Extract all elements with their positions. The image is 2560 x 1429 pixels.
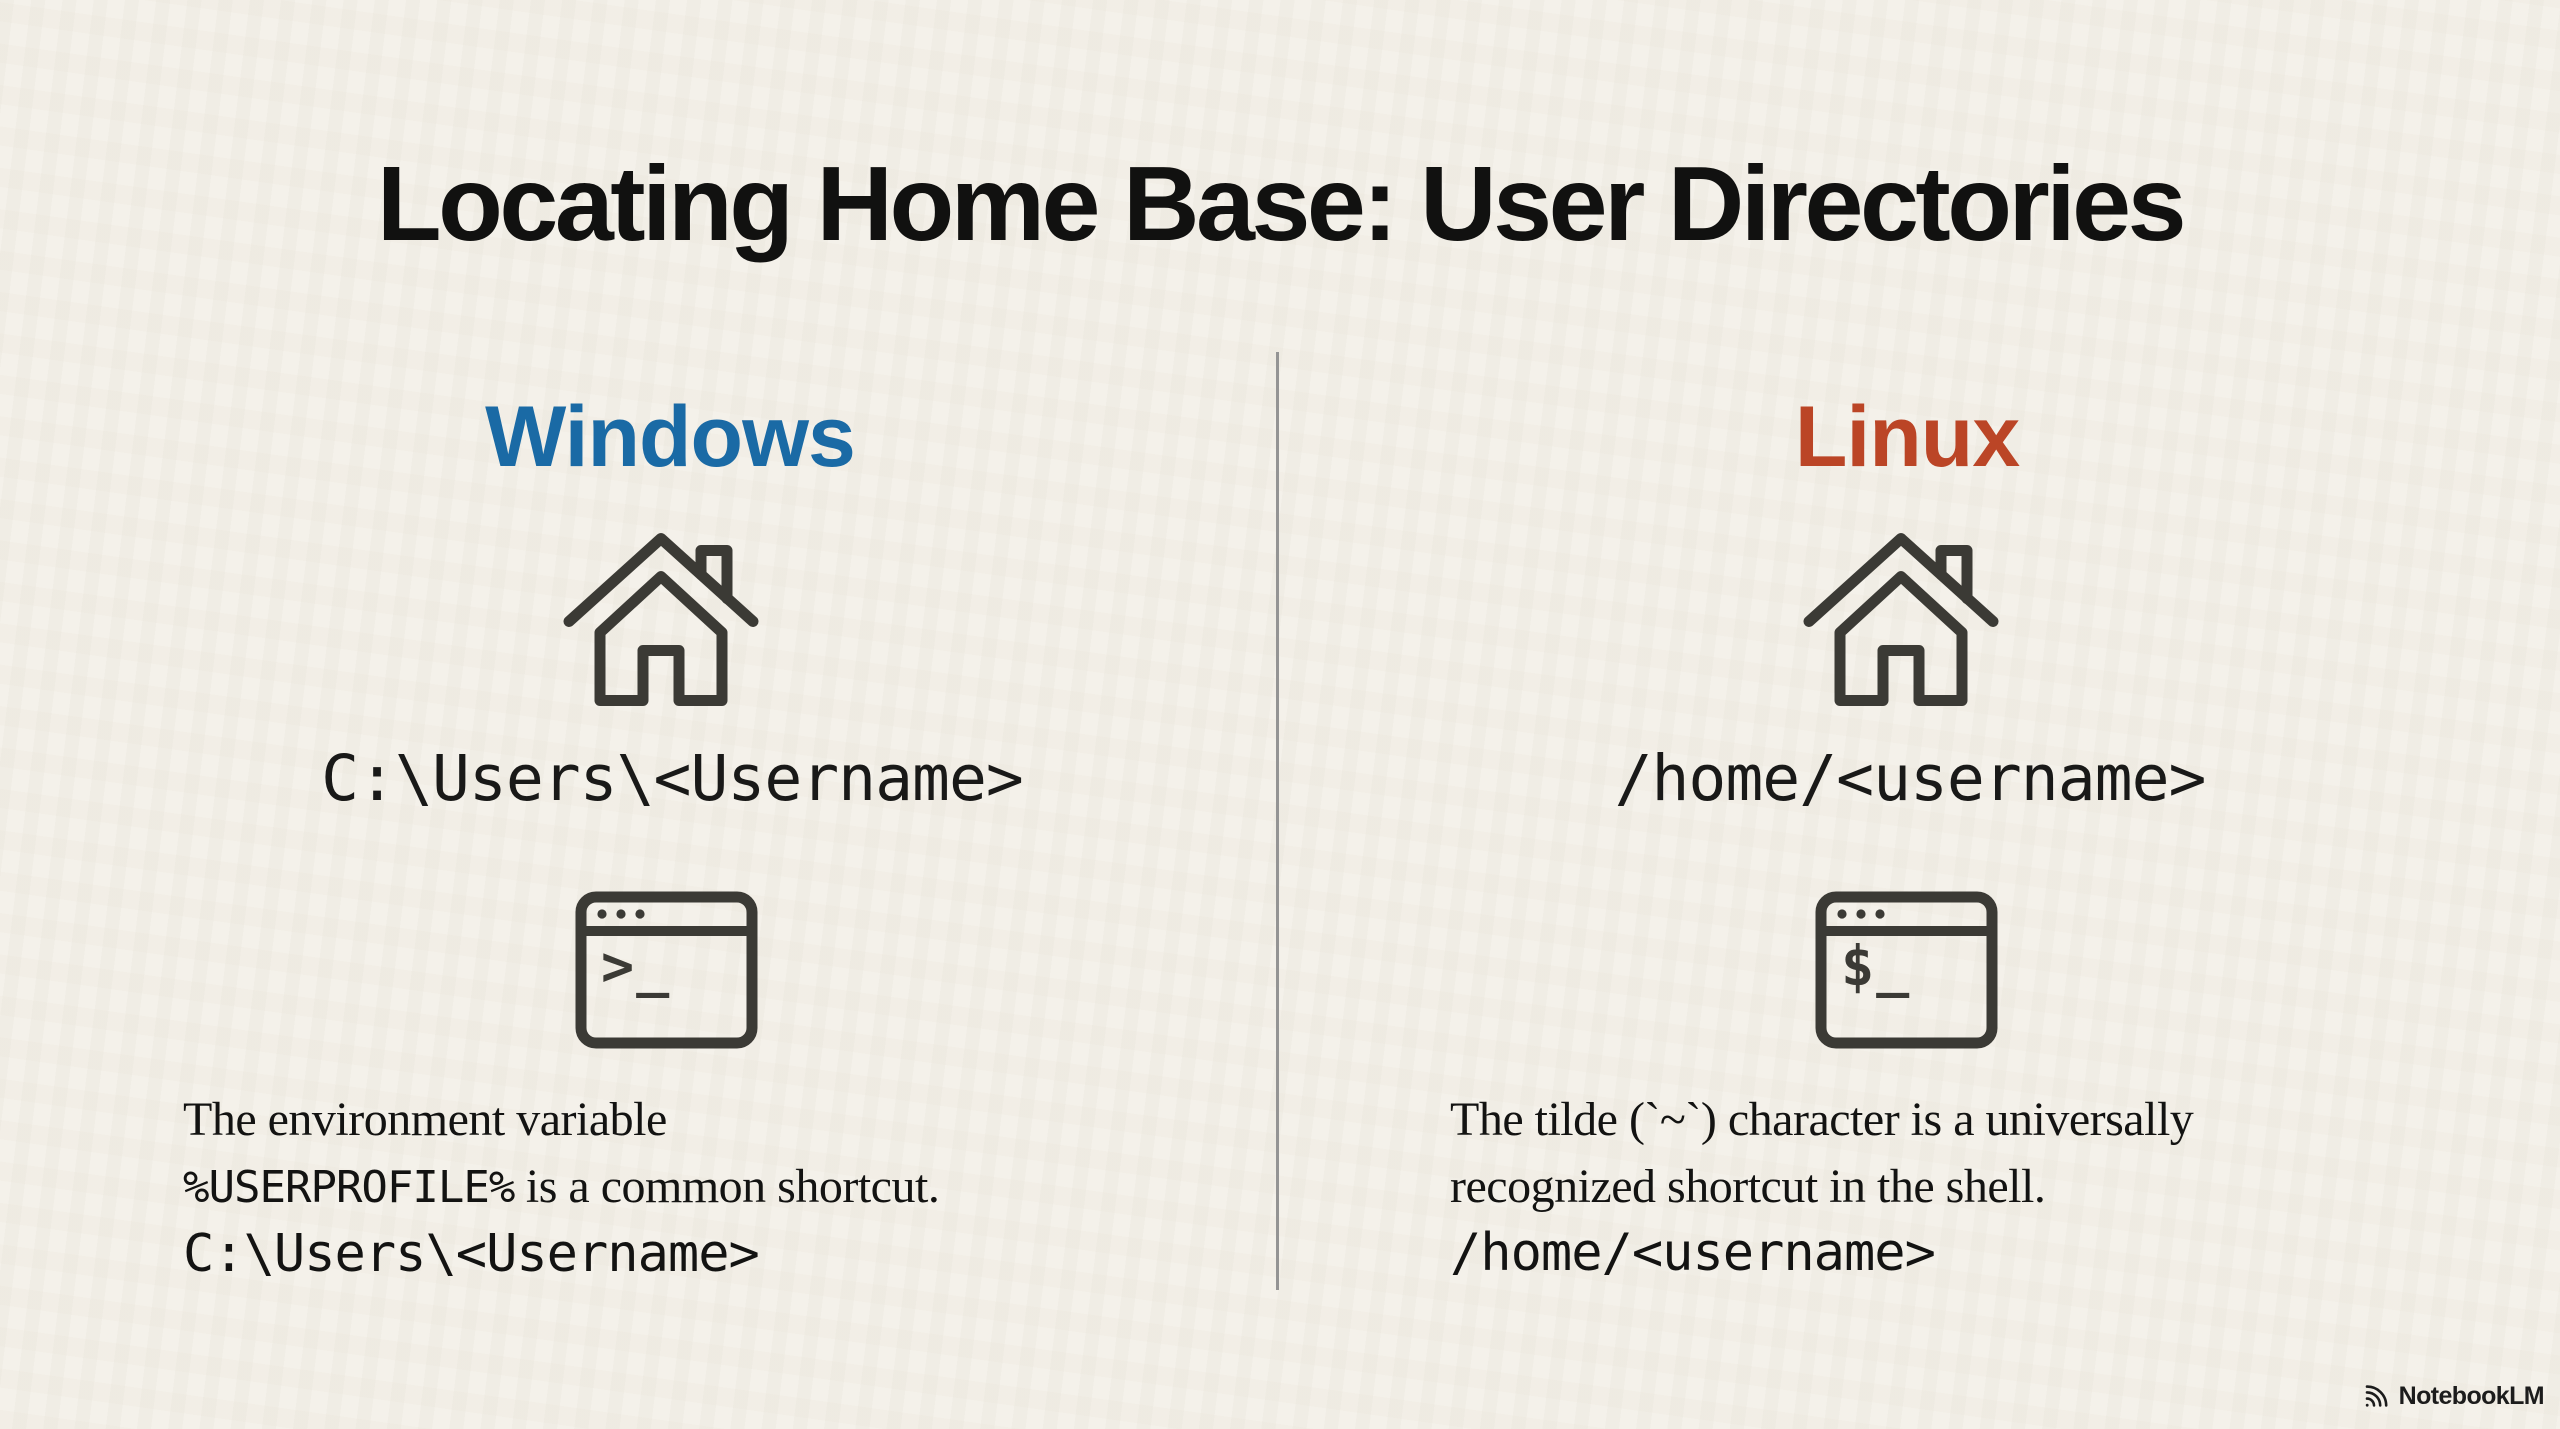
linux-description-line2: recognized shortcut in the shell. — [1450, 1160, 2046, 1213]
notebooklm-watermark: NotebookLM — [2362, 1382, 2545, 1411]
windows-home-icon — [560, 520, 762, 710]
windows-column-header: Windows — [485, 389, 856, 485]
linux-description-line1: The tilde (`~`) character is a universal… — [1450, 1093, 2194, 1146]
page-title: Locating Home Base: User Directories — [376, 145, 2187, 263]
column-divider — [1276, 352, 1279, 1290]
windows-terminal-icon: >_ — [574, 890, 759, 1050]
linux-path-code-line: /home/<username> — [1450, 1223, 1936, 1283]
linux-terminal-prompt: $_ — [1841, 934, 1912, 998]
notebooklm-logo-icon — [2362, 1384, 2392, 1409]
linux-home-icon — [1800, 520, 2002, 710]
windows-description-line2-text: is a common shortcut. — [514, 1160, 940, 1213]
windows-description-line1: The environment variable — [183, 1093, 667, 1146]
windows-env-variable-code: %USERPROFILE% — [183, 1162, 515, 1213]
notebooklm-brand-text: NotebookLM — [2398, 1382, 2545, 1410]
linux-home-path: /home/<username> — [1614, 742, 2207, 815]
windows-description-line2: %USERPROFILE% is a common shortcut. — [183, 1153, 1273, 1221]
windows-description: The environment variable %USERPROFILE% i… — [183, 1086, 1273, 1288]
linux-description: The tilde (`~`) character is a universal… — [1450, 1086, 2540, 1287]
linux-column-header: Linux — [1794, 389, 2020, 485]
windows-home-path: C:\Users\<Username> — [321, 742, 1024, 815]
windows-terminal-prompt: >_ — [601, 934, 672, 998]
windows-path-code-line: C:\Users\<Username> — [183, 1224, 760, 1284]
linux-terminal-icon: $_ — [1814, 890, 1999, 1050]
